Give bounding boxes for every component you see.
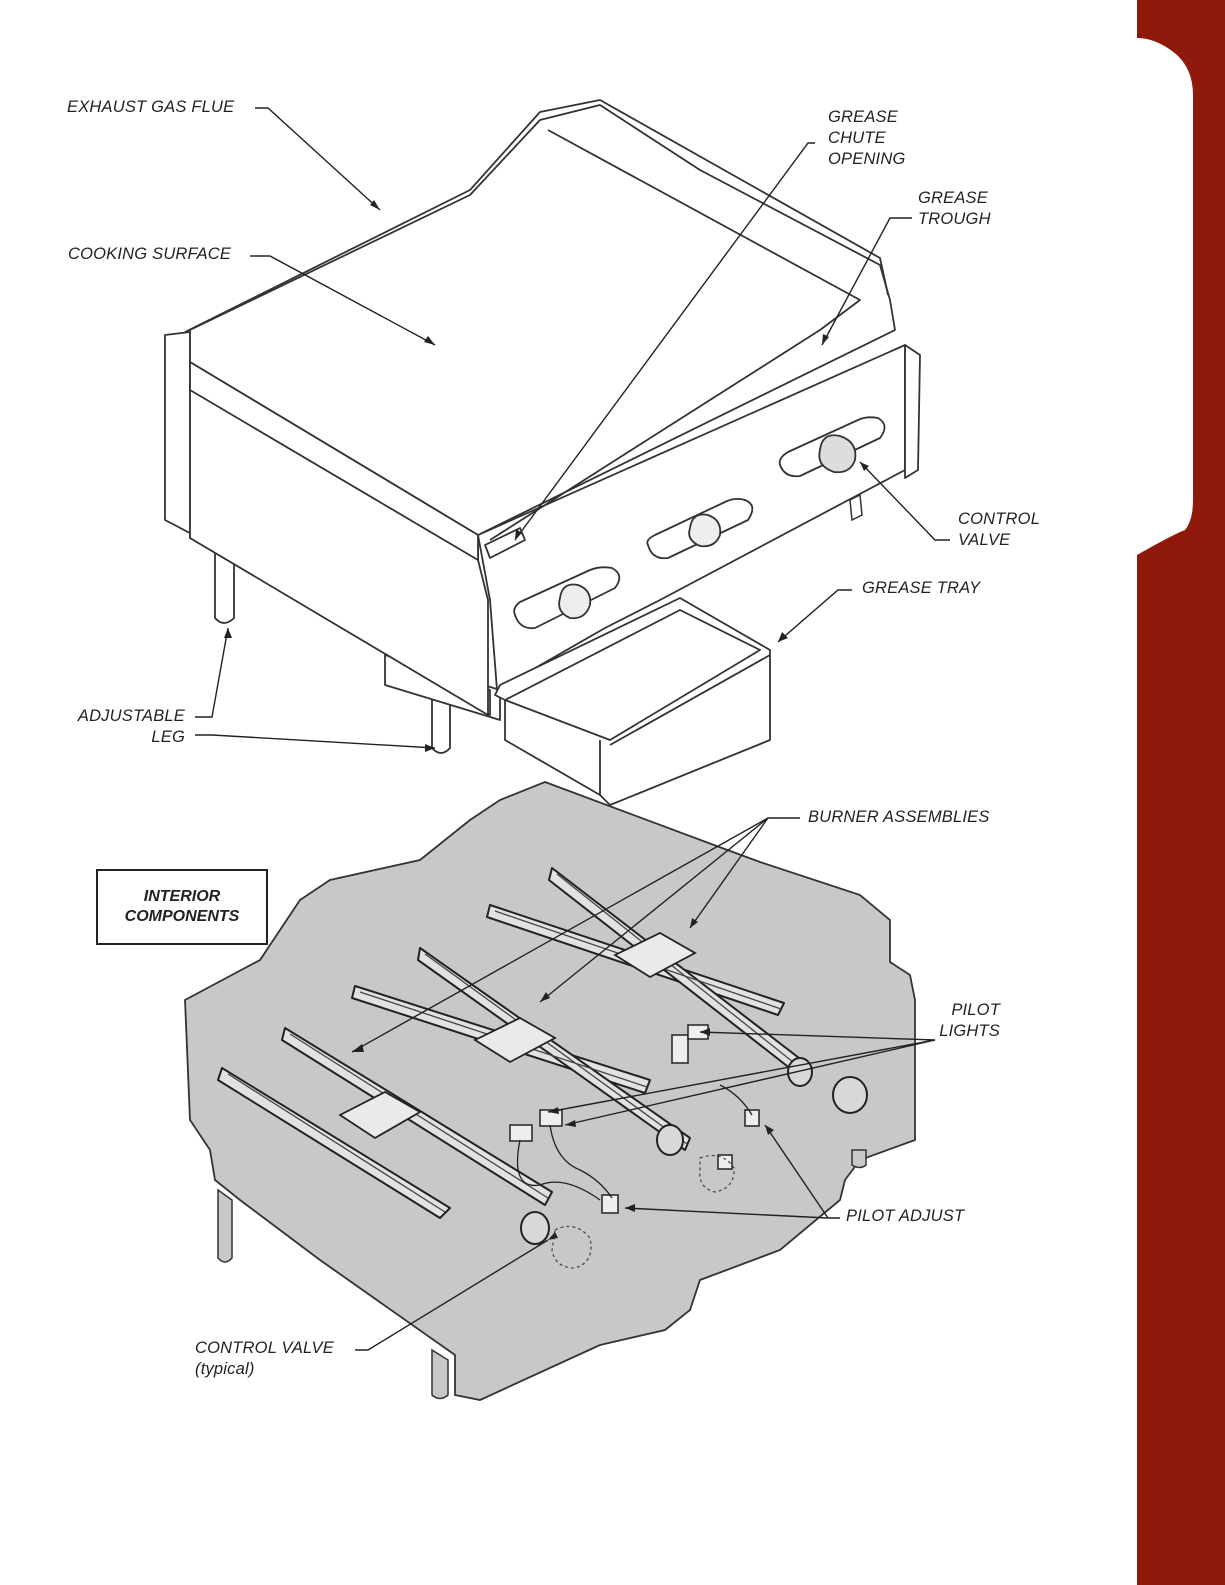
pilot-adjust-1 — [602, 1195, 618, 1213]
side-tab-shape — [1137, 0, 1225, 1585]
knob-1 — [559, 585, 590, 619]
interior-components-box: INTERIOR COMPONENTS — [96, 869, 268, 945]
leader-leg-2 — [195, 735, 435, 748]
pilot-adjust-3 — [745, 1110, 759, 1126]
pilot-bracket-3 — [672, 1035, 688, 1063]
label-grease-tray: GREASE TRAY — [862, 578, 980, 599]
label-control-valve: CONTROL VALVE — [958, 509, 1040, 551]
burner-orifice-2 — [657, 1125, 683, 1155]
knob-2 — [689, 515, 720, 547]
label-burner-assemblies: BURNER ASSEMBLIES — [808, 807, 990, 828]
pilot-bracket-1 — [510, 1125, 532, 1141]
label-exhaust-gas-flue: EXHAUST GAS FLUE — [67, 97, 234, 118]
griddle-body-drawing — [165, 100, 920, 805]
leader-leg-1 — [195, 628, 228, 717]
label-grease-trough: GREASE TROUGH — [918, 188, 991, 230]
label-adjustable-leg: ADJUSTABLE LEG — [60, 706, 185, 748]
interior-leg-left — [218, 1190, 232, 1262]
leader-grease-tray — [778, 590, 852, 642]
interior-components-drawing — [185, 782, 915, 1400]
label-pilot-adjust: PILOT ADJUST — [846, 1206, 964, 1227]
leader-exhaust — [255, 108, 380, 210]
label-grease-chute-opening: GREASE CHUTE OPENING — [828, 107, 906, 170]
label-control-valve-typical: CONTROL VALVE (typical) — [195, 1338, 334, 1380]
label-cooking-surface: COOKING SURFACE — [68, 244, 231, 265]
knob-3 — [819, 435, 855, 472]
interior-leg-front — [432, 1350, 448, 1399]
valve-knob-interior — [833, 1077, 867, 1113]
burner-orifice-3 — [788, 1058, 812, 1086]
interior-leg-right — [852, 1150, 866, 1168]
label-pilot-lights: PILOT LIGHTS — [900, 1000, 1000, 1042]
section-side-tab — [1137, 0, 1225, 1585]
burner-orifice-1 — [521, 1212, 549, 1244]
